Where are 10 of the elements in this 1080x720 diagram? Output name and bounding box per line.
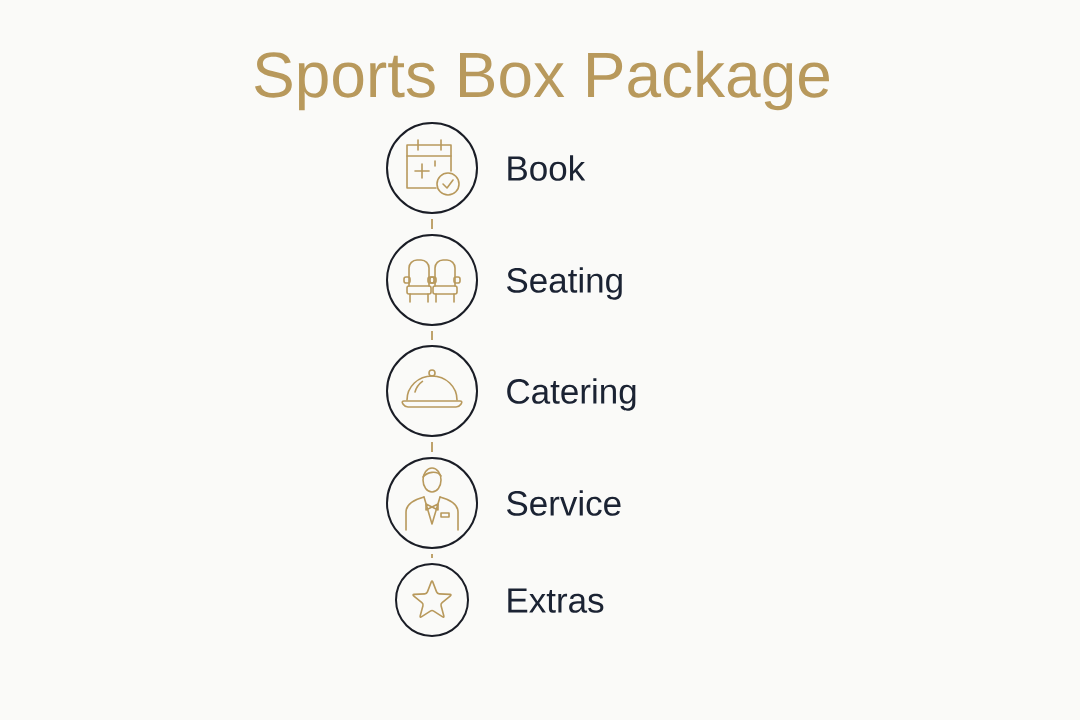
step-label: Service	[507, 490, 621, 516]
connector-line	[431, 553, 433, 559]
connector-line	[431, 441, 433, 453]
step-label: Extras	[508, 588, 604, 613]
connector-line	[431, 218, 433, 230]
step-label: Seating	[507, 267, 622, 300]
step-label: Book	[508, 155, 586, 181]
step-label: Catering	[507, 378, 636, 411]
connector-line	[431, 330, 433, 341]
title: Sports Box Package	[255, 50, 829, 111]
